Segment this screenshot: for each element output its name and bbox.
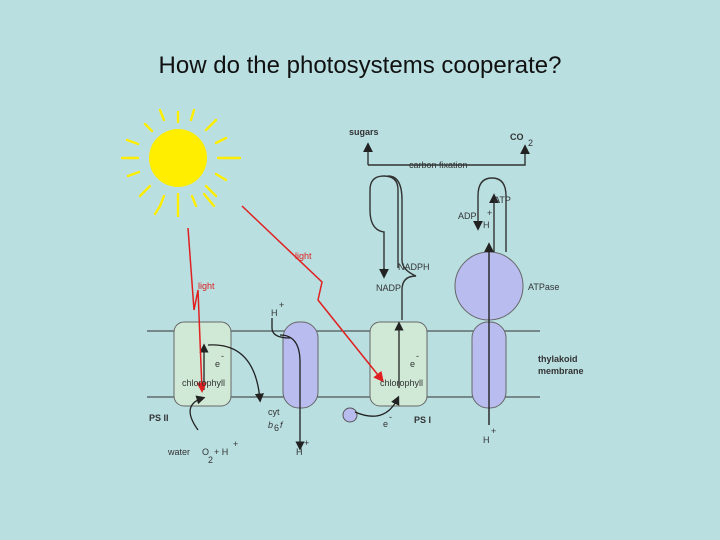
- label-b6f: b: [268, 420, 273, 430]
- label-h-atpase-bottom: H: [483, 435, 490, 445]
- photosystem-1: [354, 321, 428, 417]
- label-carbon-fixation: carbon fixation: [409, 160, 468, 170]
- label-ps1: PS I: [414, 415, 431, 425]
- label-h-top-sup: +: [279, 300, 284, 310]
- label-e-ps1: e: [410, 359, 415, 369]
- label-h-atpase-bottom-sup: +: [491, 426, 496, 436]
- label-adp-plus: +: [487, 208, 492, 218]
- label-chlorophyll-1: chlorophyll: [182, 378, 225, 388]
- label-e-ps2: e: [215, 359, 220, 369]
- label-chlorophyll-2: chlorophyll: [380, 378, 423, 388]
- atpase: [454, 242, 524, 425]
- label-b6f-f: f: [280, 420, 284, 430]
- slide-title: How do the photosystems cooperate?: [158, 52, 562, 79]
- label-o2: O: [202, 447, 209, 457]
- label-atp: ATP: [494, 195, 511, 205]
- label-atpase: ATPase: [528, 282, 559, 292]
- label-h-top: H: [271, 308, 278, 318]
- label-sugars: sugars: [349, 127, 379, 137]
- label-o2-sub: 2: [208, 455, 213, 465]
- cytochrome-b6f: [271, 318, 358, 451]
- label-b6f-sub: 6: [274, 423, 279, 433]
- label-co2: CO: [510, 132, 524, 142]
- light-ray-2: [241, 205, 384, 383]
- photosystem-2: [173, 321, 264, 431]
- label-adp-h: H: [483, 220, 490, 230]
- label-water: water: [167, 447, 190, 457]
- label-light-2: light: [295, 251, 312, 261]
- label-nadp: NADP: [376, 283, 401, 293]
- label-adp: ADP: [458, 211, 477, 221]
- label-co2-sub: 2: [528, 138, 533, 148]
- label-plus-h-sup: +: [233, 439, 238, 449]
- label-e-ps1-sup: -: [416, 351, 419, 361]
- label-ps2: PS II: [149, 413, 169, 423]
- label-thylakoid: thylakoid: [538, 354, 578, 364]
- label-light-1: light: [198, 281, 215, 291]
- label-h-bottom-sup: +: [304, 438, 309, 448]
- calvin-cycle-arrows: [363, 142, 530, 320]
- label-membrane: membrane: [538, 366, 584, 376]
- label-cyt: cyt: [268, 407, 280, 417]
- label-plus-h: + H: [214, 447, 228, 457]
- sun-icon: [120, 108, 242, 218]
- light-ray-1: [187, 227, 207, 393]
- label-e-bottom: e: [383, 419, 388, 429]
- label-e-ps2-sup: -: [221, 351, 224, 361]
- label-e-bottom-sup: -: [389, 412, 392, 422]
- label-nadph: NADPH: [398, 262, 430, 272]
- label-h-bottom: H: [296, 447, 303, 457]
